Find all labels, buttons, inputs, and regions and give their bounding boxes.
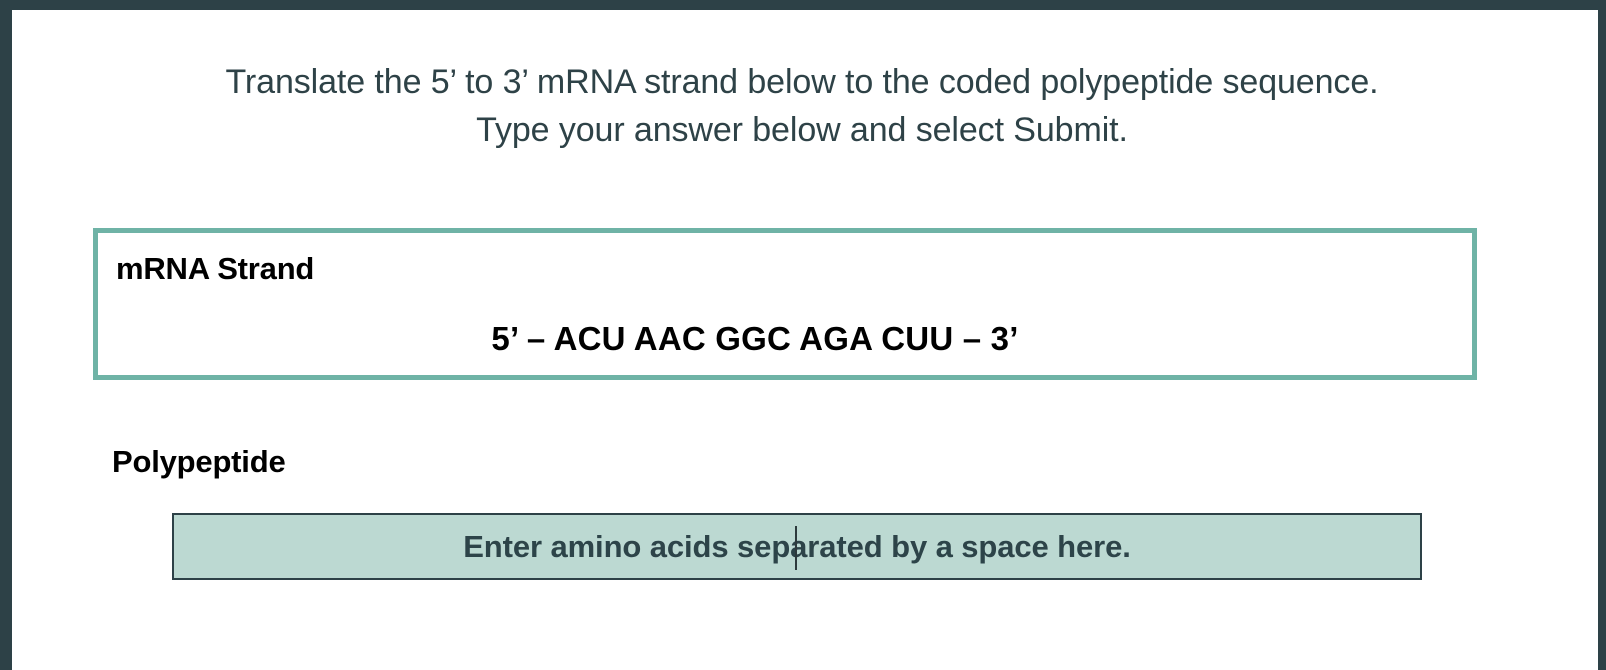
polypeptide-answer-placeholder: Enter amino acids separated by a space h… <box>463 528 1131 564</box>
instruction-line-2: Type your answer below and select Submit… <box>476 111 1128 149</box>
window-border-left <box>0 0 12 670</box>
mrna-strand-panel: mRNA Strand 5’ – ACU AAC GGC AGA CUU – 3… <box>93 228 1477 380</box>
mrna-strand-title: mRNA Strand <box>116 251 315 286</box>
instruction-line-1: Translate the 5’ to 3’ mRNA strand below… <box>225 63 1379 101</box>
text-caret <box>795 526 797 570</box>
mrna-sequence-text: 5’ – ACU AAC GGC AGA CUU – 3’ <box>491 320 1019 357</box>
content-area: Translate the 5’ to 3’ mRNA strand below… <box>12 10 1598 670</box>
window-border-right <box>1598 0 1606 670</box>
window-border-top <box>0 0 1606 10</box>
instruction-text: Translate the 5’ to 3’ mRNA strand below… <box>72 58 1532 154</box>
polypeptide-answer-input[interactable]: Enter amino acids separated by a space h… <box>172 513 1422 580</box>
polypeptide-label: Polypeptide <box>112 444 286 479</box>
